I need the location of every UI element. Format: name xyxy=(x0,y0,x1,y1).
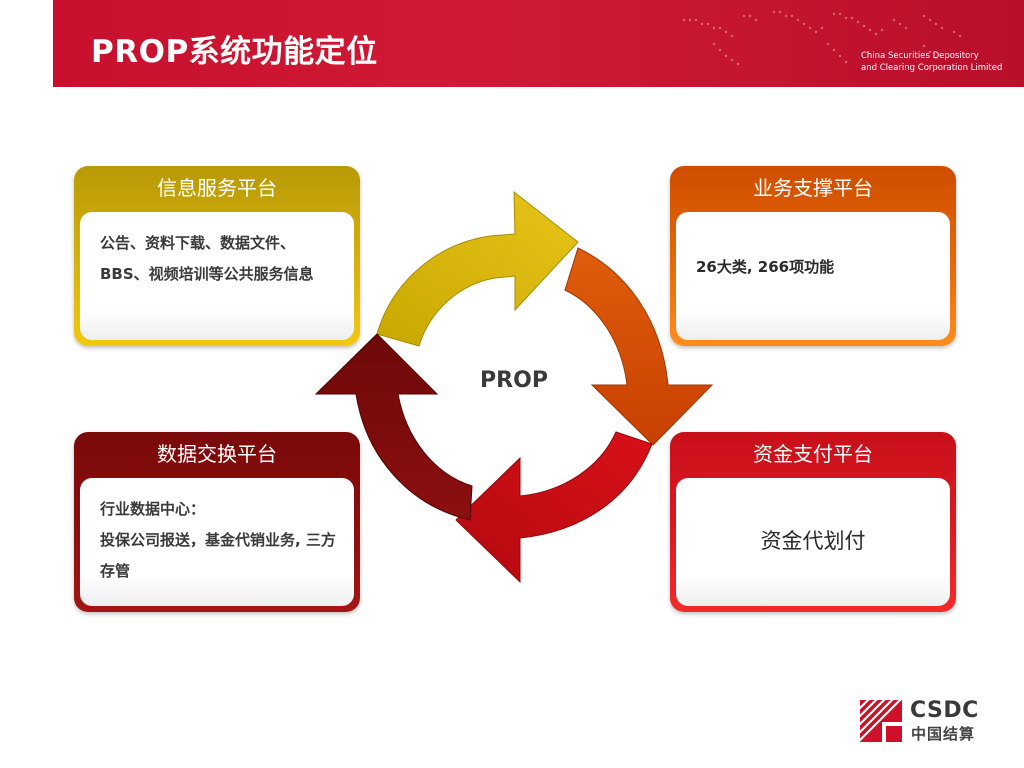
card-body: 行业数据中心： 投保公司报送，基金代销业务, 三方存管 xyxy=(80,478,354,606)
cycle-arrow-red xyxy=(455,431,653,584)
card-body: 公告、资料下载、数据文件、 BBS、视频培训等公共服务信息 xyxy=(80,212,354,340)
slide-title: PROP系统功能定位 xyxy=(91,34,378,70)
cycle-center-label: PROP xyxy=(480,368,548,393)
header-banner: PROP系统功能定位 China Securities Depository a… xyxy=(53,0,1024,87)
fund-payment-card: 资金支付平台 资金代划付 xyxy=(670,432,956,612)
data-exchange-card: 数据交换平台 行业数据中心： 投保公司报送，基金代销业务, 三方存管 xyxy=(74,432,360,612)
card-description: 26大类, 266项功能 xyxy=(696,258,835,276)
business-support-card: 业务支撑平台 26大类, 266项功能 xyxy=(670,166,956,346)
organization-name: China Securities Depository and Clearing… xyxy=(861,51,1003,73)
info-service-card: 信息服务平台 公告、资料下载、数据文件、 BBS、视频培训等公共服务信息 xyxy=(74,166,360,346)
card-description: 资金代划付 xyxy=(760,529,866,553)
cycle-arrow-yellow xyxy=(376,190,579,347)
csdc-logo-icon xyxy=(860,700,902,742)
card-title: 业务支撑平台 xyxy=(753,176,873,200)
world-map-icon xyxy=(682,10,962,66)
cycle-arrow-darkred xyxy=(314,333,473,521)
cycle-arrow-orange xyxy=(564,247,714,446)
card-description: 公告、资料下载、数据文件、 BBS、视频培训等公共服务信息 xyxy=(100,234,314,283)
logo-subtitle: 中国结算 xyxy=(911,725,976,743)
card-title: 资金支付平台 xyxy=(753,442,873,466)
card-description: 行业数据中心： 投保公司报送，基金代销业务, 三方存管 xyxy=(100,500,336,580)
card-body: 资金代划付 xyxy=(676,478,950,606)
card-title: 数据交换平台 xyxy=(157,442,277,466)
card-title: 信息服务平台 xyxy=(157,176,277,200)
logo-text: CSDC xyxy=(910,698,979,723)
card-body: 26大类, 266项功能 xyxy=(676,212,950,340)
csdc-logo: CSDC 中国结算 xyxy=(860,698,990,744)
